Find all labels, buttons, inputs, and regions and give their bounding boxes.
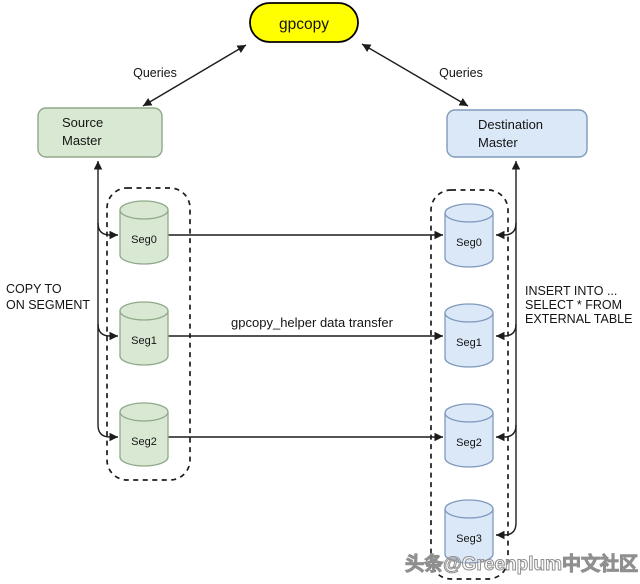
cylinder-top — [444, 303, 494, 323]
copy-note-line1: COPY TO — [6, 282, 62, 296]
cylinder-top — [444, 403, 494, 423]
queries-label-right: Queries — [439, 66, 483, 80]
destination-master-box — [446, 109, 588, 158]
cylinder-top — [444, 203, 494, 223]
segment-label: Seg3 — [456, 533, 482, 545]
destination-branch-seg0 — [496, 222, 517, 240]
copy-note-line2: ON SEGMENT — [6, 298, 90, 312]
queries-connector-right — [361, 43, 469, 107]
destination-segment-group-border — [430, 189, 509, 580]
queries-connector-left — [142, 44, 247, 107]
cylinder-top — [119, 402, 169, 422]
destination-seg3-cylinder: Seg3 — [444, 499, 494, 564]
destination-master-node: Destination Master — [446, 109, 588, 158]
segment-label: Seg0 — [456, 237, 482, 249]
destination-master-label-line2: Master — [478, 135, 518, 150]
segment-label: Seg1 — [456, 337, 482, 349]
source-segment-group-border — [106, 187, 191, 481]
destination-seg0-cylinder: Seg0 — [444, 203, 494, 268]
destination-master-label-line1: Destination — [478, 117, 543, 132]
transfer-label: gpcopy_helper data transfer — [231, 315, 394, 330]
segment-label: Seg2 — [131, 436, 157, 448]
insert-note-line3: EXTERNAL TABLE — [525, 312, 632, 326]
segment-label: Seg0 — [131, 234, 157, 246]
source-branch-seg1 — [97, 323, 118, 341]
source-seg2-cylinder: Seg2 — [119, 402, 169, 467]
source-master-box — [37, 107, 163, 158]
gpcopy-node: gpcopy — [249, 2, 359, 43]
destination-branch-seg1 — [496, 323, 517, 341]
destination-branch-seg2 — [496, 424, 517, 442]
watermark-text: 头条@Greenplum中文社区 — [405, 552, 638, 575]
source-branch-seg2 — [97, 424, 118, 442]
destination-seg2-cylinder: Seg2 — [444, 403, 494, 468]
source-master-node: Source Master — [37, 107, 163, 158]
gpcopy-pill — [249, 2, 359, 43]
source-seg0-cylinder: Seg0 — [119, 200, 169, 265]
insert-note-line2: SELECT * FROM — [525, 298, 622, 312]
cylinder-top — [119, 301, 169, 321]
gpcopy-label: gpcopy — [279, 16, 329, 33]
segment-label: Seg2 — [456, 437, 482, 449]
source-seg1-cylinder: Seg1 — [119, 301, 169, 366]
source-master-label-line2: Master — [62, 133, 102, 148]
segment-label: Seg1 — [131, 335, 157, 347]
destination-branch-seg3 — [496, 522, 517, 540]
source-branch-seg0 — [97, 222, 118, 240]
queries-label-left: Queries — [133, 66, 177, 80]
insert-note-line1: INSERT INTO ... — [525, 284, 617, 298]
cylinder-top — [444, 499, 494, 519]
cylinder-top — [119, 200, 169, 220]
destination-seg1-cylinder: Seg1 — [444, 303, 494, 368]
source-master-label-line1: Source — [62, 115, 103, 130]
